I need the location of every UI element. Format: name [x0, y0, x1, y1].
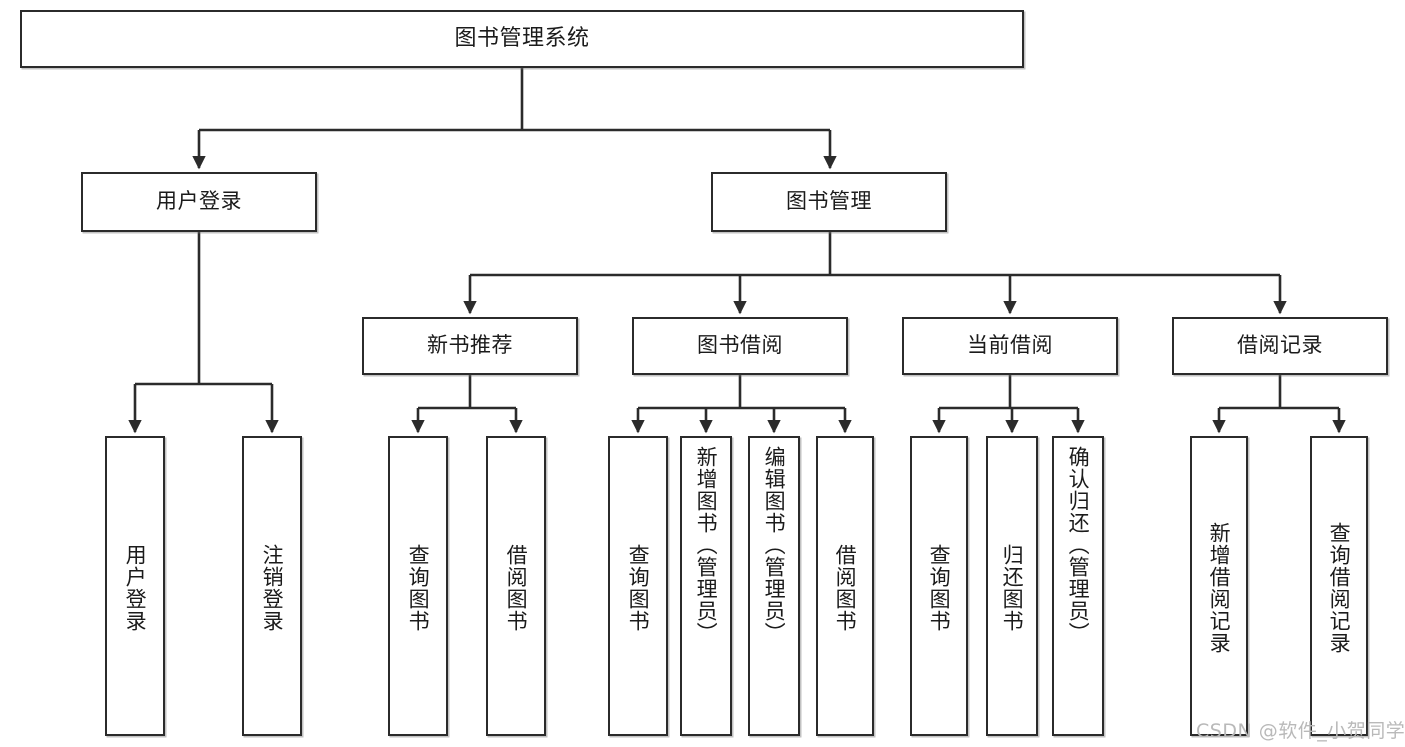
leaf-user-login-label: 用户登录 [123, 544, 148, 632]
leaf-edit-book-admin[interactable]: 编辑图书（管理员） [748, 436, 800, 736]
leaf-add-book-admin-label: 新增图书（管理员） [694, 446, 719, 644]
leaf-logout-label: 注销登录 [260, 544, 285, 632]
leaf-confirm-return-admin[interactable]: 确认归还（管理员） [1052, 436, 1104, 736]
leaf-query-book-borrow-label: 查询图书 [626, 544, 651, 632]
leaf-query-borrow-record-label: 查询借阅记录 [1327, 522, 1352, 654]
leaf-borrow-book-label: 借阅图书 [833, 544, 858, 632]
node-borrow-record-label: 借阅记录 [1237, 333, 1323, 358]
leaf-borrow-book-recommend[interactable]: 借阅图书 [486, 436, 546, 736]
leaf-add-book-admin[interactable]: 新增图书（管理员） [680, 436, 732, 736]
leaf-query-book-borrow[interactable]: 查询图书 [608, 436, 668, 736]
leaf-user-login[interactable]: 用户登录 [105, 436, 165, 736]
leaf-query-borrow-record[interactable]: 查询借阅记录 [1310, 436, 1368, 736]
leaf-borrow-book[interactable]: 借阅图书 [816, 436, 874, 736]
csdn-watermark: CSDN @软件_小贺同学 [1196, 720, 1405, 742]
leaf-query-book-recommend[interactable]: 查询图书 [388, 436, 448, 736]
node-book-borrow[interactable]: 图书借阅 [632, 317, 848, 375]
node-book-management[interactable]: 图书管理 [711, 172, 947, 232]
leaf-query-book-current-label: 查询图书 [927, 544, 952, 632]
node-new-book-recommend-label: 新书推荐 [427, 333, 513, 358]
node-current-borrow[interactable]: 当前借阅 [902, 317, 1118, 375]
node-current-borrow-label: 当前借阅 [967, 333, 1053, 358]
node-user-login[interactable]: 用户登录 [81, 172, 317, 232]
node-borrow-record[interactable]: 借阅记录 [1172, 317, 1388, 375]
node-book-management-label: 图书管理 [786, 189, 872, 214]
node-book-borrow-label: 图书借阅 [697, 333, 783, 358]
leaf-logout[interactable]: 注销登录 [242, 436, 302, 736]
node-new-book-recommend[interactable]: 新书推荐 [362, 317, 578, 375]
leaf-query-book-current[interactable]: 查询图书 [910, 436, 968, 736]
node-root-label: 图书管理系统 [454, 25, 590, 51]
leaf-add-borrow-record[interactable]: 新增借阅记录 [1190, 436, 1248, 736]
leaf-confirm-return-admin-label: 确认归还（管理员） [1066, 446, 1091, 644]
leaf-return-book[interactable]: 归还图书 [986, 436, 1038, 736]
node-user-login-label: 用户登录 [156, 189, 242, 214]
leaf-add-borrow-record-label: 新增借阅记录 [1207, 522, 1232, 654]
leaf-borrow-book-recommend-label: 借阅图书 [504, 544, 529, 632]
node-root[interactable]: 图书管理系统 [20, 10, 1024, 68]
leaf-return-book-label: 归还图书 [1000, 544, 1025, 632]
leaf-edit-book-admin-label: 编辑图书（管理员） [762, 446, 787, 644]
leaf-query-book-recommend-label: 查询图书 [406, 544, 431, 632]
